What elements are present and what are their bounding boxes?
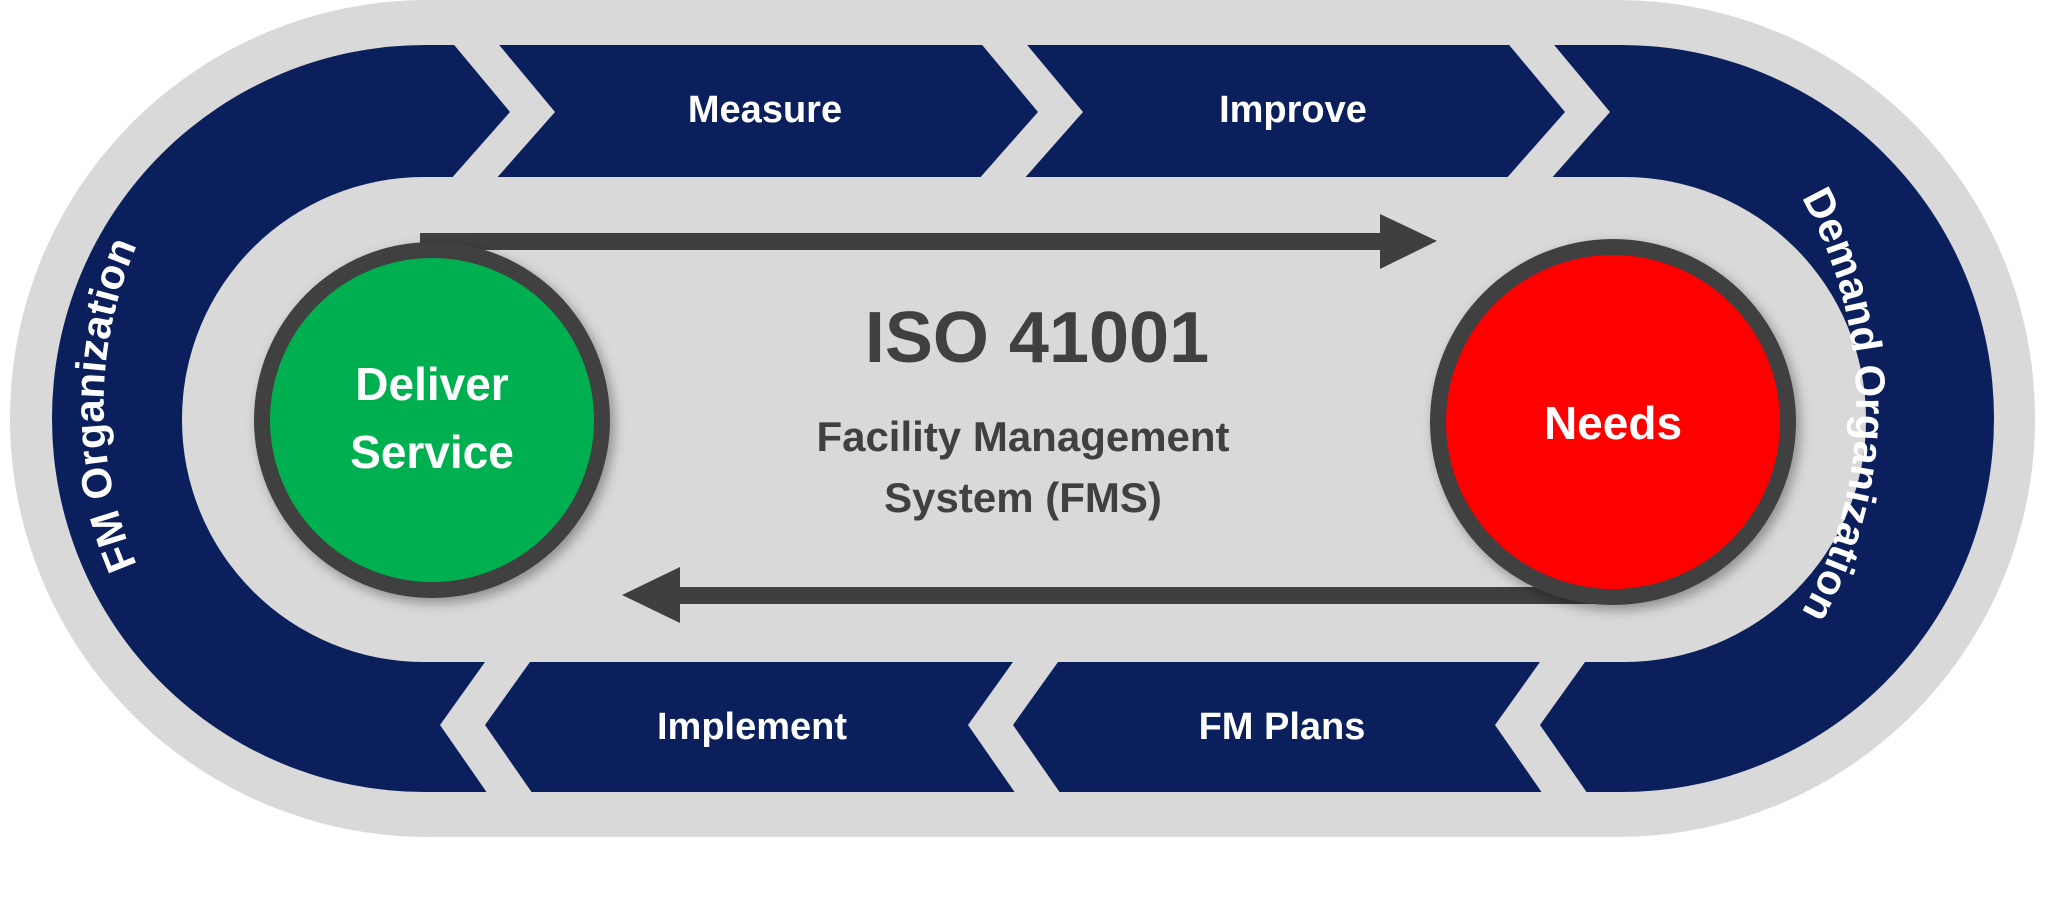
needs-circle: Needs bbox=[1430, 239, 1796, 605]
deliver-service-label-line1: Deliver bbox=[355, 358, 509, 410]
fms-subtitle-line2: System (FMS) bbox=[884, 474, 1162, 521]
needs-label: Needs bbox=[1544, 397, 1682, 449]
arrow-to-deliver bbox=[622, 567, 1620, 623]
step-fm-plans-label: FM Plans bbox=[1199, 706, 1366, 748]
deliver-service-circle: Deliver Service bbox=[254, 242, 610, 598]
inner-panel bbox=[182, 177, 1866, 662]
chevron-gaps bbox=[440, 40, 1610, 797]
step-measure-label: Measure bbox=[688, 89, 842, 131]
deliver-service-label-line2: Service bbox=[350, 426, 514, 478]
arrow-to-needs bbox=[420, 214, 1437, 269]
step-implement-label: Implement bbox=[657, 706, 847, 748]
iso-title: ISO 41001 bbox=[865, 298, 1209, 378]
step-improve-label: Improve bbox=[1219, 89, 1367, 131]
fms-subtitle-line1: Facility Management bbox=[816, 413, 1229, 460]
